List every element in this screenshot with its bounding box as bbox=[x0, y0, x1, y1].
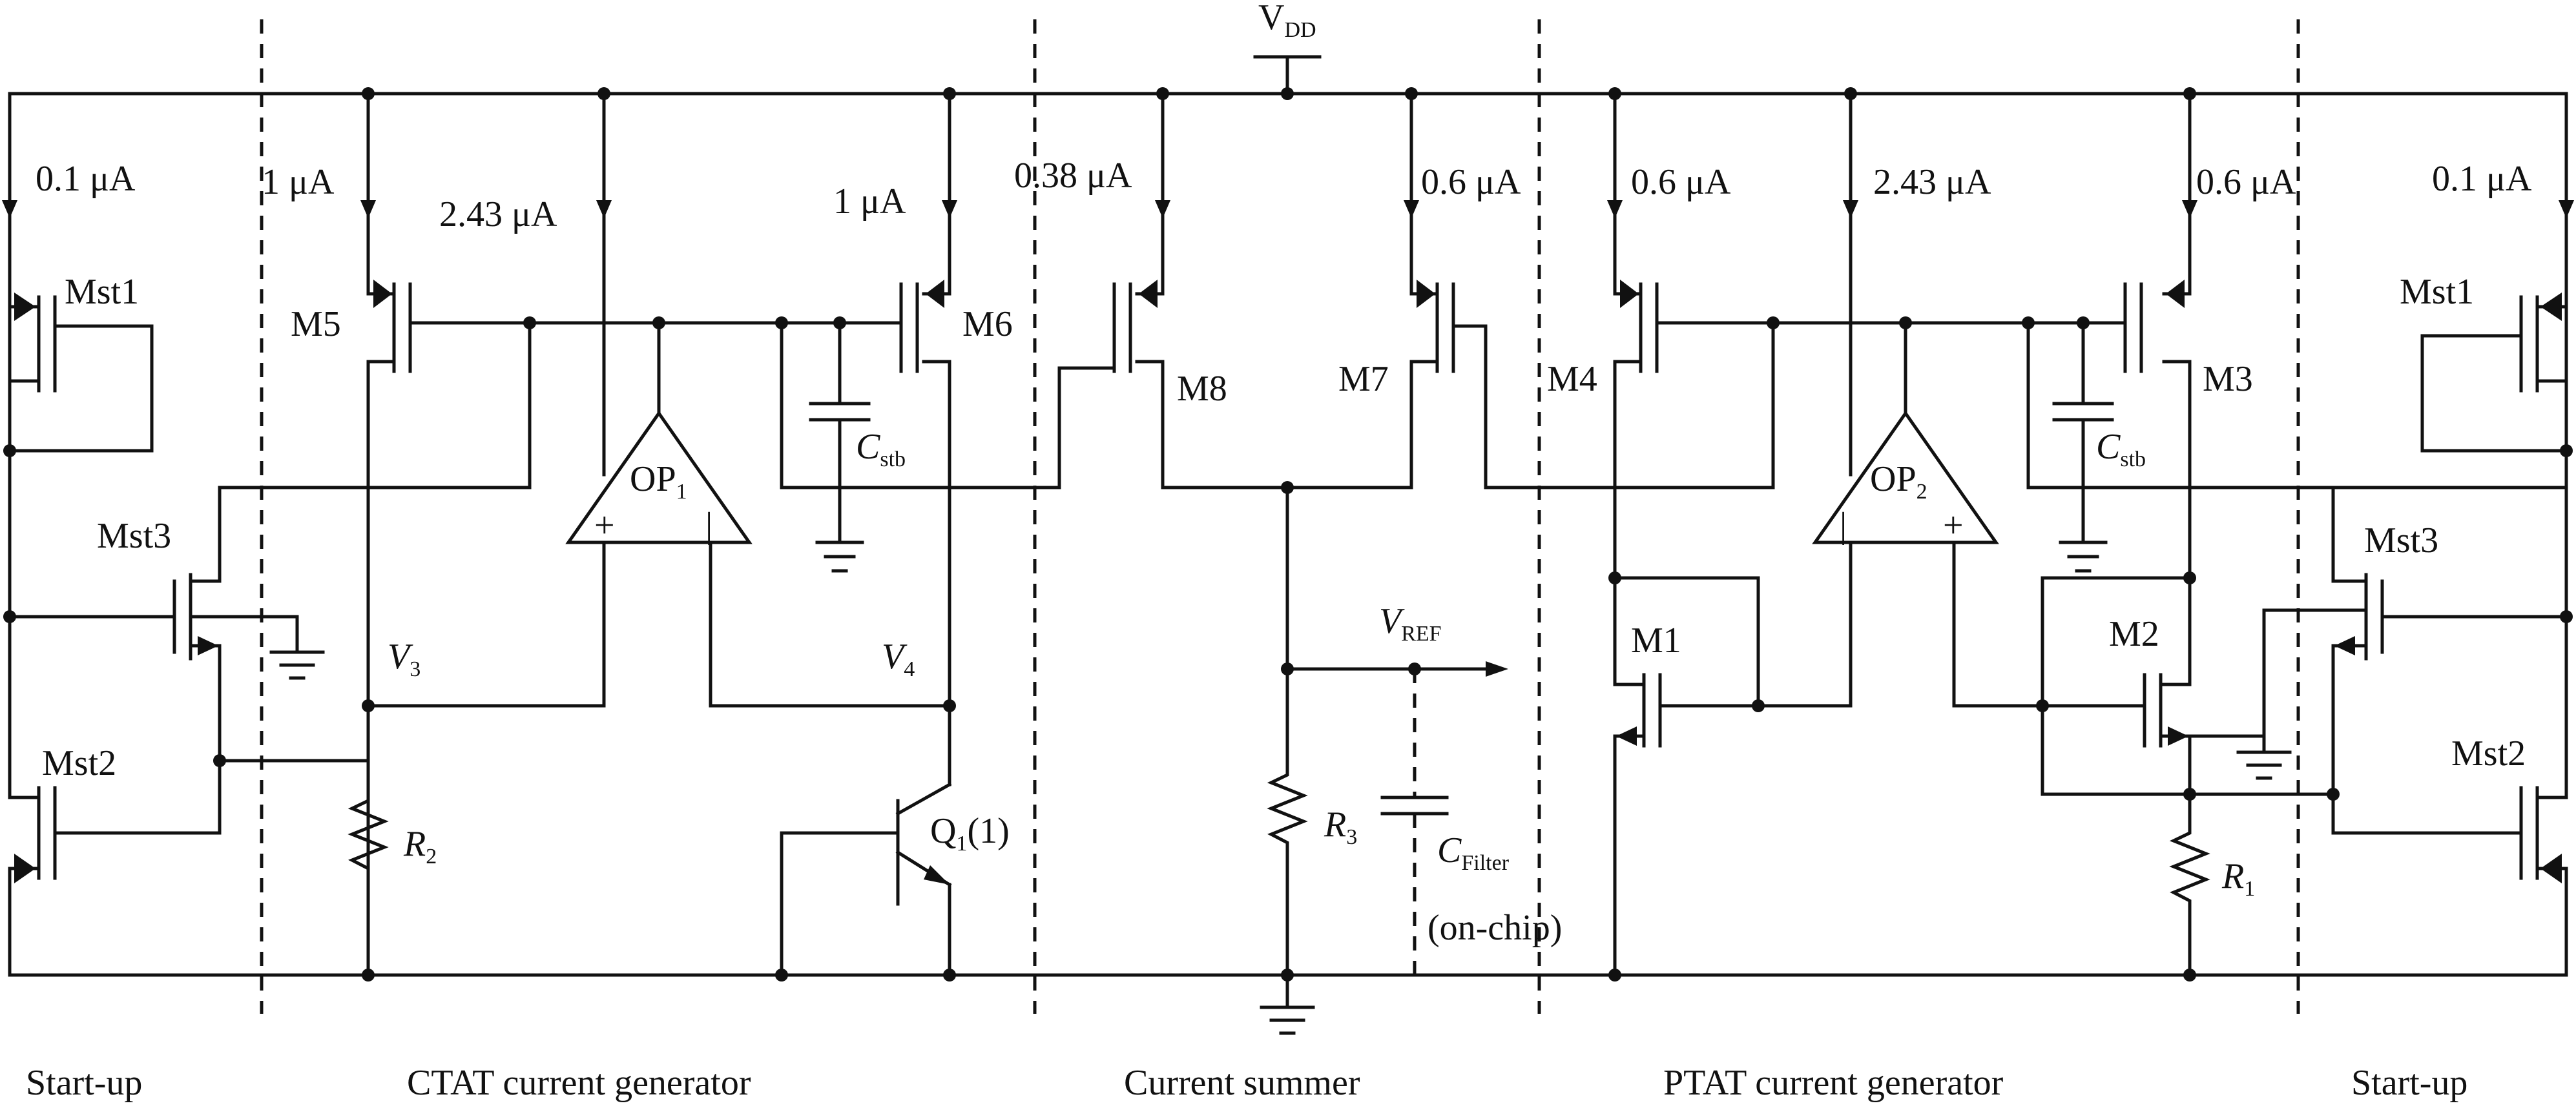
q1-label: Q1(1) bbox=[930, 811, 1010, 856]
section-label-startup-right: Start-up bbox=[2351, 1063, 2467, 1103]
m2-label: M2 bbox=[2109, 614, 2159, 654]
op2-label: OP2 bbox=[1870, 459, 1927, 504]
current-label-op1: 2.43 μA bbox=[439, 194, 557, 234]
current-label-m3: 0.6 μA bbox=[2196, 162, 2296, 202]
op2-plus-label: + bbox=[1943, 506, 1964, 546]
cfilter-note: (on-chip) bbox=[1428, 908, 1562, 948]
cstb-left-label: Cstb bbox=[856, 427, 906, 471]
section-label-ctat: CTAT current generator bbox=[407, 1063, 751, 1103]
section-label-summer: Current summer bbox=[1124, 1063, 1360, 1103]
m7-label: M7 bbox=[1338, 359, 1389, 399]
current-label-startup-right: 0.1 μA bbox=[2432, 159, 2532, 199]
current-label-m4: 0.6 μA bbox=[1631, 162, 1731, 202]
v4-label: V4 bbox=[882, 637, 915, 681]
vref-label: VREF bbox=[1379, 601, 1442, 646]
section-dividers bbox=[260, 19, 2300, 1014]
mst2-left-label: Mst2 bbox=[42, 743, 116, 783]
current-summer bbox=[1025, 87, 1597, 982]
current-label-m7: 0.6 μA bbox=[1421, 162, 1521, 202]
cfilter-label: CFilter bbox=[1437, 830, 1510, 875]
r2-label: R2 bbox=[403, 824, 437, 868]
mst2-right-label: Mst2 bbox=[2451, 734, 2526, 774]
m3-label: M3 bbox=[2203, 359, 2253, 399]
mst1-left-label: Mst1 bbox=[65, 272, 139, 312]
startup-right bbox=[2262, 92, 2574, 977]
op1-plus-label: + bbox=[594, 506, 615, 546]
cstb-right-label: Cstb bbox=[2096, 427, 2146, 471]
op1-minus-label: | bbox=[705, 506, 712, 546]
v3-label: V3 bbox=[388, 637, 421, 681]
m6-label: M6 bbox=[962, 304, 1013, 344]
section-label-ptat: PTAT current generator bbox=[1663, 1063, 2004, 1103]
current-label-op2: 2.43 μA bbox=[1873, 162, 1991, 202]
vdd-label: VDD bbox=[1258, 0, 1316, 42]
current-label-m5: 1 μA bbox=[262, 162, 335, 202]
ptat-generator bbox=[1594, 87, 2568, 982]
m8-label: M8 bbox=[1177, 369, 1227, 409]
r1-label: R1 bbox=[2221, 856, 2255, 901]
mst3-right-label: Mst3 bbox=[2364, 520, 2438, 560]
vdd-terminal bbox=[1253, 55, 1322, 100]
op2-minus-label: | bbox=[1840, 506, 1847, 546]
current-label-m8: 0.38 μA bbox=[1014, 156, 1132, 196]
op1-label: OP1 bbox=[630, 459, 687, 504]
m4-label: M4 bbox=[1547, 359, 1597, 399]
section-label-startup-left: Start-up bbox=[26, 1063, 142, 1103]
current-label-m6: 1 μA bbox=[833, 181, 906, 221]
mst1-right-label: Mst1 bbox=[2400, 272, 2474, 312]
current-label-startup-left: 0.1 μA bbox=[36, 159, 136, 199]
ctat-generator bbox=[348, 87, 1029, 982]
m5-label: M5 bbox=[291, 304, 341, 344]
mst3-left-label: Mst3 bbox=[97, 516, 171, 556]
r3-label: R3 bbox=[1324, 805, 1357, 849]
m1-label: M1 bbox=[1631, 621, 1681, 661]
startup-left bbox=[2, 92, 370, 977]
ground-symbol-main bbox=[1260, 973, 1315, 1035]
